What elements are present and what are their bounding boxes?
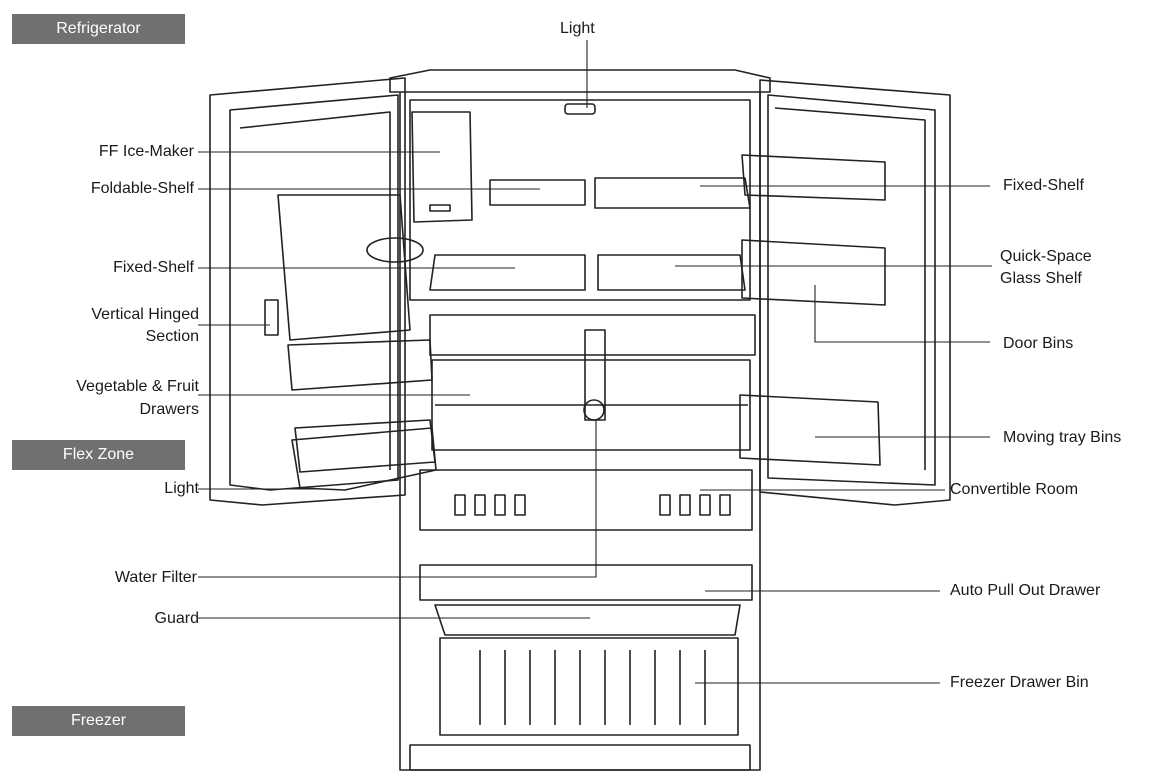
freezer-bin-ribs	[479, 650, 706, 725]
quick-space-shelf	[597, 254, 746, 291]
leader-water-filter	[198, 420, 597, 578]
right-door-outer	[759, 79, 951, 506]
section-tag-freezer: Freezer	[12, 706, 185, 736]
label-freezer-drawer-bin: Freezer Drawer Bin	[950, 674, 1089, 691]
ice-maker	[411, 111, 473, 223]
convertible-room-vents	[454, 494, 731, 516]
label-light-top: Light	[560, 20, 595, 37]
fixed-shelf-upper-right	[594, 177, 751, 209]
label-ff-ice-maker: FF Ice-Maker	[98, 143, 194, 160]
crisper-top	[429, 314, 756, 356]
ice-dispenser	[366, 237, 424, 263]
section-tag-flex-zone: Flex Zone	[12, 440, 185, 470]
ice-bucket	[277, 194, 411, 341]
freezer-base	[409, 744, 751, 771]
left-door-gasket	[239, 111, 391, 470]
cabinet-top	[389, 69, 771, 93]
label-vertical-hinged-line1: Vertical Hinged	[91, 306, 199, 323]
ice-maker-tab	[429, 204, 451, 212]
label-moving-tray-bins: Moving tray Bins	[1003, 429, 1122, 446]
label-veg-fruit-line1: Vegetable & Fruit	[76, 378, 199, 395]
leader-door-bins	[814, 285, 990, 343]
label-water-filter: Water Filter	[114, 569, 197, 586]
label-light-left: Light	[164, 480, 199, 497]
label-vertical-hinged-line2: Section	[145, 328, 199, 345]
label-fixed-shelf-left: Fixed-Shelf	[113, 259, 194, 276]
left-door-bin-2	[294, 419, 436, 473]
convertible-room	[419, 469, 753, 531]
left-door-bin-3	[291, 427, 437, 491]
auto-pull-out-drawer	[419, 564, 753, 601]
foldable-shelf	[489, 179, 586, 206]
fixed-shelf-left	[429, 254, 586, 291]
guard	[434, 604, 741, 636]
right-door-bin-mid	[741, 239, 886, 306]
label-guard: Guard	[154, 610, 199, 627]
freezer-drawer-bin	[439, 637, 739, 736]
left-door-inner	[229, 94, 399, 491]
water-filter-cap	[583, 399, 605, 421]
label-quick-space-line1: Quick-Space	[1000, 248, 1092, 265]
water-filter-housing	[584, 329, 606, 421]
left-door-hinge	[264, 299, 279, 336]
label-quick-space-line2: Glass Shelf	[1000, 270, 1082, 287]
right-door-inner	[767, 94, 936, 486]
section-tag-refrigerator: Refrigerator	[12, 14, 185, 44]
vegetable-drawers	[431, 359, 751, 451]
right-door-bin-top	[741, 154, 886, 201]
label-fixed-shelf-right: Fixed-Shelf	[1003, 177, 1084, 194]
moving-tray-bin	[739, 394, 881, 466]
label-veg-fruit-line2: Drawers	[139, 401, 199, 418]
label-foldable-shelf: Foldable-Shelf	[90, 180, 194, 197]
top-light	[564, 103, 596, 115]
left-door-bin-1	[287, 339, 433, 391]
left-door-outer	[209, 77, 406, 506]
label-auto-pull-out-drawer: Auto Pull Out Drawer	[950, 582, 1101, 599]
right-door-gasket	[774, 107, 926, 470]
label-convertible-room: Convertible Room	[950, 481, 1079, 498]
interior-back	[409, 99, 751, 301]
label-door-bins: Door Bins	[1003, 335, 1074, 352]
